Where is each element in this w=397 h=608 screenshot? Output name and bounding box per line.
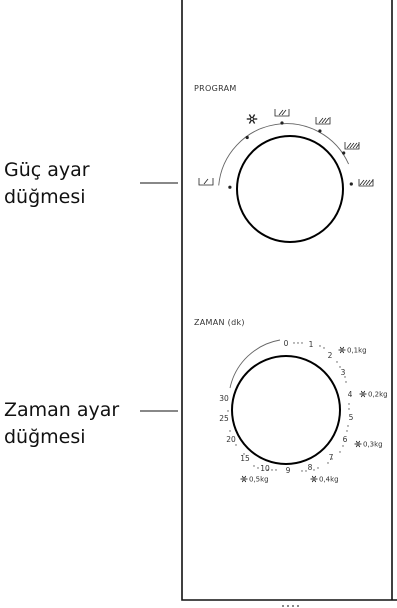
power-level-5-icon — [358, 179, 374, 187]
defrost-snowflake-icon — [359, 390, 367, 398]
power-knob-callout-line2: düğmesi — [4, 186, 86, 208]
defrost-weight-0-2kg: 0,2kg — [359, 390, 388, 399]
power-scale-dots — [228, 121, 353, 189]
timer-number-3: 3 — [341, 368, 346, 377]
power-level-1-icon — [198, 178, 214, 186]
defrost-snowflake-icon — [240, 475, 248, 483]
program-heading: PROGRAM — [194, 84, 237, 93]
timer-number-4: 4 — [348, 390, 353, 399]
defrost-weight-label: 0,5kg — [249, 476, 269, 484]
power-scale-arc — [218, 123, 350, 186]
panel-outline — [181, 0, 397, 601]
defrost-weight-0-3kg: 0,3kg — [354, 440, 383, 449]
defrost-weight-0-1kg: 0,1kg — [338, 346, 367, 355]
timer-knob-callout-line2: düğmesi — [4, 426, 86, 448]
defrost-snowflake-icon — [246, 113, 258, 125]
defrost-weight-label: 0,1kg — [347, 347, 367, 355]
timer-number-9: 9 — [286, 466, 291, 475]
defrost-snowflake-icon — [310, 475, 318, 483]
timer-number-25: 25 — [219, 414, 229, 423]
timer-number-10: 10 — [260, 464, 270, 473]
defrost-snowflake-icon — [338, 346, 346, 354]
timer-scale-dotted-track — [227, 342, 350, 472]
timer-number-1: 1 — [309, 340, 314, 349]
timer-number-7: 7 — [329, 453, 334, 462]
timer-heading: ZAMAN (dk) — [194, 318, 245, 327]
timer-scale-arc — [229, 339, 281, 389]
defrost-weight-label: 0,3kg — [363, 441, 383, 449]
timer-number-2: 2 — [328, 351, 333, 360]
defrost-weight-label: 0,2kg — [368, 391, 388, 399]
timer-number-15: 15 — [240, 454, 250, 463]
timer-knob[interactable] — [231, 355, 341, 465]
power-level-3-icon — [315, 117, 331, 125]
defrost-snowflake-icon — [354, 440, 362, 448]
timer-number-20: 20 — [226, 435, 236, 444]
defrost-weight-0-5kg: 0,5kg — [240, 475, 269, 484]
timer-number-6: 6 — [343, 435, 348, 444]
power-knob[interactable] — [236, 135, 344, 243]
timer-number-5: 5 — [349, 413, 354, 422]
power-level-2-icon — [274, 109, 290, 117]
timer-number-30: 30 — [219, 394, 229, 403]
defrost-weight-0-4kg: 0,4kg — [310, 475, 339, 484]
power-level-4-icon — [344, 142, 360, 150]
defrost-weight-label: 0,4kg — [319, 476, 339, 484]
timer-number-8: 8 — [308, 463, 313, 472]
timer-scale-numbers: 0 1 2 3 4 5 6 7 8 9 10 15 20 25 30 — [219, 339, 353, 475]
timer-knob-callout-line1: Zaman ayar — [4, 399, 119, 421]
timer-number-0: 0 — [284, 339, 289, 348]
power-knob-callout-line1: Güç ayar — [4, 159, 90, 181]
